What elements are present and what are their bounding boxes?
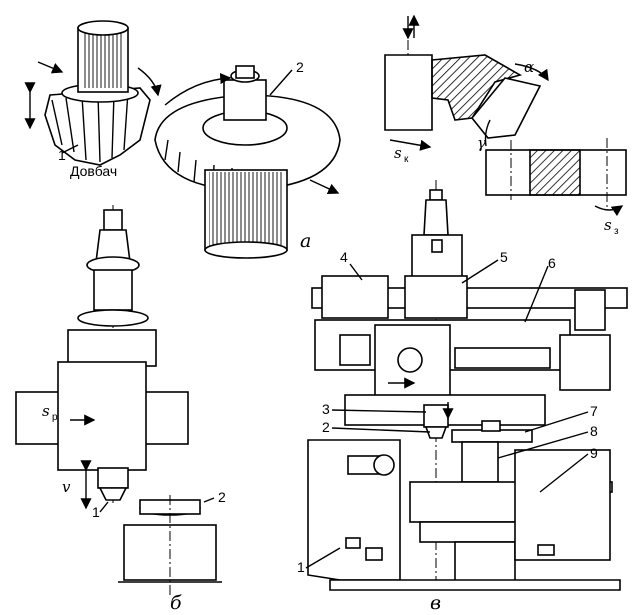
caption-b: б <box>170 592 182 614</box>
caption-c: в <box>430 592 441 614</box>
shaper-cutter-drawing <box>24 20 162 166</box>
gear-workpiece-drawing <box>154 65 341 259</box>
caption-a: а <box>300 230 311 252</box>
panel-a: 1 Довбач 2 а <box>24 20 341 259</box>
callout-c-6: 6 <box>548 255 556 271</box>
callout-c-9: 9 <box>590 445 598 461</box>
callout-c-4: 4 <box>340 249 348 265</box>
feed-k-symbol: s <box>394 144 402 162</box>
callout-gear-b: 2 <box>218 489 226 505</box>
callout-c-1: 1 <box>297 559 305 575</box>
callout-cutter-b: 1 <box>92 504 100 520</box>
panel-c <box>307 180 628 591</box>
callout-c-3: 3 <box>322 401 330 417</box>
feed-p-symbol: s <box>42 402 50 420</box>
callout-leaders-c <box>305 259 589 569</box>
callout-cutter: 1 <box>58 147 66 163</box>
callout-c-2: 2 <box>322 419 330 435</box>
callout-c-7: 7 <box>590 403 598 419</box>
callout-c-8: 8 <box>590 423 598 439</box>
panel-tool-detail <box>384 14 627 217</box>
callout-c-5: 5 <box>500 249 508 265</box>
alpha-angle-label: α <box>524 58 534 76</box>
velocity-label: v <box>62 478 71 496</box>
panel-b <box>15 205 222 595</box>
feed-z-symbol: s <box>604 216 612 234</box>
feed-k-subscript: к <box>404 154 409 165</box>
callout-gear-a: 2 <box>296 59 304 75</box>
feed-z-subscript: з <box>614 226 619 237</box>
gamma-angle-label: γ <box>477 134 486 152</box>
cutter-name-label: Довбач <box>70 163 117 179</box>
feed-p-subscript: р <box>52 412 58 423</box>
